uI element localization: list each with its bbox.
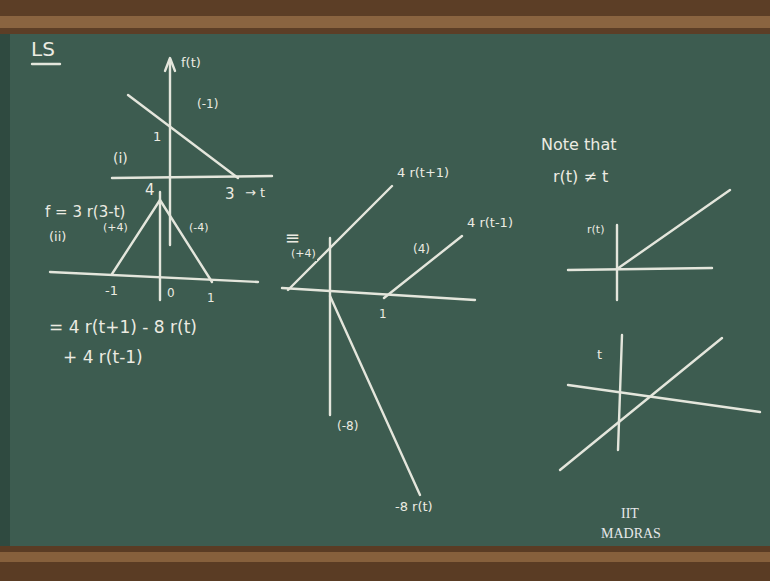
top-frame — [0, 0, 770, 34]
bottom-frame — [0, 546, 770, 581]
heading: LS — [30, 38, 56, 61]
equation: + 4 r(t-1) — [62, 348, 144, 368]
note: Note that — [540, 136, 617, 154]
tick-label: -1 — [104, 284, 119, 299]
part-number: (ii) — [48, 230, 67, 245]
tick-label: 1 — [206, 292, 216, 306]
slope-label: (+4) — [290, 248, 317, 261]
slope-label: (+4) — [102, 222, 129, 235]
ramp-label: -8 r(t) — [394, 500, 434, 515]
t-axis — [568, 268, 712, 270]
t-axis — [282, 288, 475, 300]
equation: f = 3 r(3-t) — [44, 204, 126, 221]
tick-label: 3 — [224, 186, 236, 203]
tick-label: 1 — [378, 308, 388, 322]
slope-label: (-8) — [336, 420, 359, 434]
top-frame-strip — [0, 16, 770, 28]
underline — [32, 63, 60, 65]
axis-label: → t — [244, 186, 266, 201]
board-edge — [0, 34, 10, 546]
tick-label: 0 — [166, 287, 176, 301]
y-axis — [329, 238, 331, 415]
slope-label: (-4) — [188, 222, 210, 235]
t-axis — [50, 272, 258, 282]
ramp-line — [330, 296, 420, 495]
equivalence-sign: ≡ — [284, 228, 301, 249]
equation: = 4 r(t+1) - 8 r(t) — [48, 318, 198, 338]
ramp-line — [288, 186, 392, 290]
axis-label: t — [596, 348, 603, 363]
ramp-line — [384, 236, 462, 298]
ramp-line — [128, 95, 238, 178]
axis-label: r(t) — [586, 224, 605, 237]
identity-line — [560, 338, 722, 470]
value-label: 1 — [152, 130, 162, 145]
slope-label: (4) — [412, 243, 431, 257]
axis-label: f(t) — [180, 56, 202, 71]
y-axis — [616, 225, 618, 300]
ramp-label: 4 r(t+1) — [396, 166, 450, 181]
triangle-pulse — [112, 200, 212, 282]
bottom-frame-strip — [0, 552, 770, 562]
ramp-label: 4 r(t-1) — [466, 216, 514, 231]
y-axis — [159, 192, 161, 300]
ramp-line — [617, 190, 730, 269]
part-number: (i) — [112, 150, 129, 166]
watermark: MADRAS — [600, 526, 662, 542]
t-axis — [112, 176, 272, 178]
note: r(t) ≠ t — [552, 168, 609, 186]
slope-label: (-1) — [196, 98, 219, 112]
y-axis — [618, 335, 622, 450]
value-label: 4 — [144, 182, 156, 199]
watermark: IIT — [620, 506, 640, 522]
t-axis — [568, 385, 760, 412]
axis-arrow — [165, 58, 175, 71]
